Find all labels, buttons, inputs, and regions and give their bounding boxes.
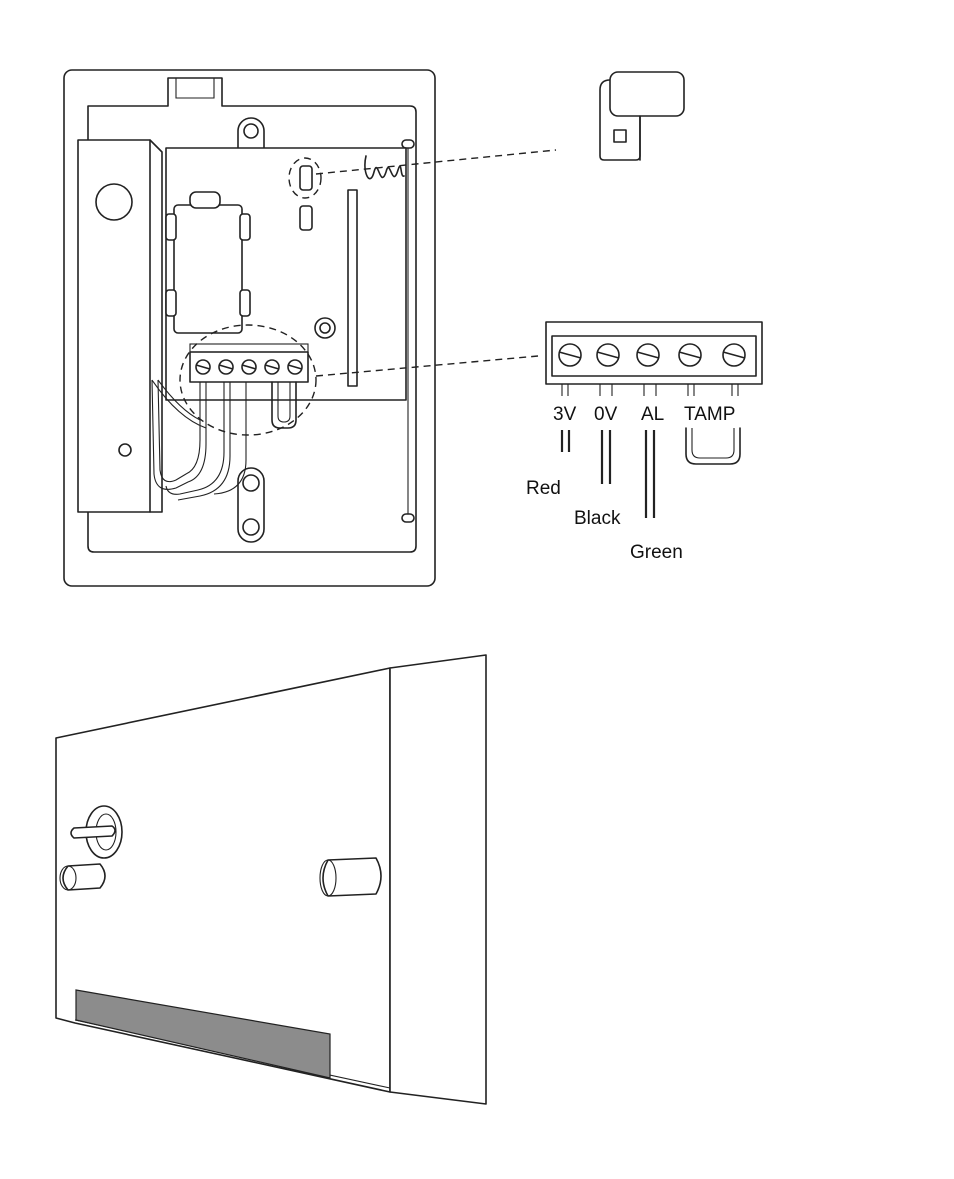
small-terminal-screw-icon-2: [219, 360, 233, 374]
small-terminal-screw-icon-5: [288, 360, 302, 374]
mounted-housing: [56, 655, 486, 1104]
terminal-label-al: AL: [641, 404, 664, 425]
mount-slot-right: [323, 858, 381, 896]
board-slot: [348, 190, 357, 386]
terminal-label-0v: 0V: [594, 404, 618, 425]
clip-bottom: [402, 514, 414, 522]
terminal-screw-icon-1: [559, 344, 581, 366]
terminal-block-detail: 3V 0V AL TAMP Red Black Green: [526, 322, 762, 563]
terminal-screw-icon-2: [597, 344, 619, 366]
detector-housing: [64, 70, 556, 586]
wire-red: [562, 430, 569, 452]
small-terminal-screw-icon-3: [242, 360, 256, 374]
tamper-loop: [686, 428, 740, 464]
lens-panel: [78, 140, 162, 512]
wire-black: [602, 430, 610, 484]
mount-slot-left: [63, 864, 105, 890]
terminal-label-3v: 3V: [553, 404, 577, 425]
jumper-link: [300, 166, 312, 190]
relay-component: [174, 205, 242, 333]
wire-label-red: Red: [526, 478, 561, 499]
clip-top: [402, 140, 414, 148]
small-terminal-screw-icon-1: [196, 360, 210, 374]
wire-label-green: Green: [630, 542, 683, 563]
terminal-screw-icon-5: [723, 344, 745, 366]
wire-label-black: Black: [574, 508, 621, 529]
small-terminal-screw-icon-4: [265, 360, 279, 374]
terminal-screw-icon-3: [637, 344, 659, 366]
wire-green: [646, 430, 654, 518]
terminal-screw-icon-4: [679, 344, 701, 366]
terminal-label-tamp: TAMP: [684, 404, 735, 425]
jumper-detail: [600, 72, 684, 160]
